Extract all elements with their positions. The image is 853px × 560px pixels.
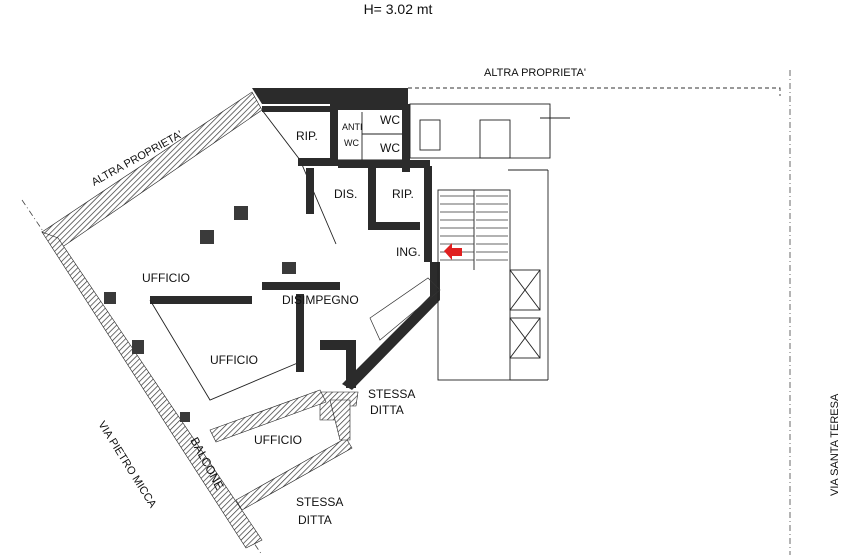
room-label-stessa-ditta-1a: STESSA (368, 387, 415, 401)
street-label-right: VIA SANTA TERESA (829, 393, 841, 496)
room-label-wc-anti: WC (344, 138, 359, 148)
street-label-left: VIA PIETRO MICCA (95, 419, 158, 510)
room-label-ufficio-main: UFFICIO (142, 271, 190, 285)
room-label-stessa-ditta-2a: STESSA (296, 495, 343, 509)
property-boundary (21, 70, 791, 556)
room-label-ufficio-low: UFFICIO (254, 433, 302, 447)
interior-walls (104, 104, 432, 422)
room-label-ing: ING. (396, 245, 421, 259)
boundary-label-top: ALTRA PROPRIETA' (484, 67, 586, 79)
room-label-ufficio-mid: UFFICIO (210, 353, 258, 367)
stairwell (369, 103, 570, 381)
room-label-stessa-ditta-2b: DITTA (298, 513, 332, 527)
room-label-disimpegno: DISIMPEGNO (282, 293, 359, 307)
room-label-wc1: WC (380, 113, 400, 127)
red-arrow-left-icon (444, 243, 462, 260)
room-label-wc2: WC (380, 141, 400, 155)
room-label-rip: RIP. (392, 187, 414, 201)
height-note: H= 3.02 mt (364, 1, 433, 17)
room-label-anti: ANTI (342, 122, 363, 132)
room-label-rip-top: RIP. (296, 129, 318, 143)
room-label-dis: DIS. (334, 187, 357, 201)
room-label-stessa-ditta-1b: DITTA (370, 403, 404, 417)
exterior-walls (41, 88, 440, 549)
